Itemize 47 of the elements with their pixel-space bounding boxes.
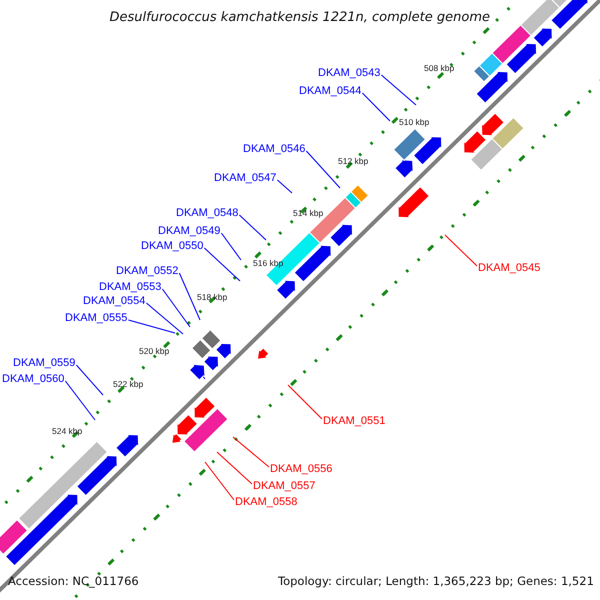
gene-label: DKAM_0557 [253,480,316,492]
leader-line [216,452,252,484]
leader-line [288,384,322,420]
gene-label: DKAM_0552 [116,266,178,276]
gene-label: DKAM_0558 [235,496,298,508]
scale-label: 524 kbp [52,426,82,435]
leader-line [64,380,96,420]
gene-label: DKAM_0544 [299,86,362,96]
leader-line [178,272,200,320]
scale-label: 518 kbp [197,292,228,301]
leader-line [306,150,340,188]
gene-label: DKAM_0545 [478,262,540,274]
gene-label: DKAM_0559 [13,358,76,368]
map-title: Desulfurococcus kamchatkensis 1221n, complete genome [110,10,490,24]
scale-label: 514 kbp [293,208,324,217]
scale-label: 510 kbp [399,118,430,126]
scale-label: 522 kbp [113,380,144,388]
leader-line [204,462,234,500]
leader-line [162,288,190,328]
gene-label: DKAM_0555 [65,312,128,324]
leader-line [128,320,176,334]
leader-line [232,436,270,468]
gene-label: DKAM_0546 [243,144,306,154]
gene-label: DKAM_0560 [2,374,64,384]
genome-info-text: Topology: circular; Length: 1,365,223 bp; Genes: 1,521 [278,576,594,588]
leader-line [276,180,292,194]
leader-line [380,74,416,106]
gene-label: DKAM_0548 [176,208,238,218]
scale-label: 508 kbp [424,64,454,72]
leader-line [220,232,242,260]
gene-label: DKAM_0549 [158,226,220,236]
leader-line [444,234,478,266]
leader-line [146,302,184,334]
gene-label: DKAM_0556 [270,464,332,474]
gene-label: DKAM_0551 [323,416,386,426]
leader-line [362,92,390,122]
gene-label: DKAM_0547 [214,172,276,184]
gene-label: DKAM_0554 [83,296,146,306]
scale-label: 512 kbp [338,156,368,165]
leader-line [204,248,240,282]
accession-text: Accession: NC_011766 [8,576,139,588]
gene-label: DKAM_0550 [141,240,204,252]
gene-label: DKAM_0553 [99,282,162,292]
gene-label: DKAM_0543 [318,68,380,78]
leader-line [238,214,266,240]
scale-label: 520 kbp [139,346,170,355]
leader-line [76,364,104,396]
